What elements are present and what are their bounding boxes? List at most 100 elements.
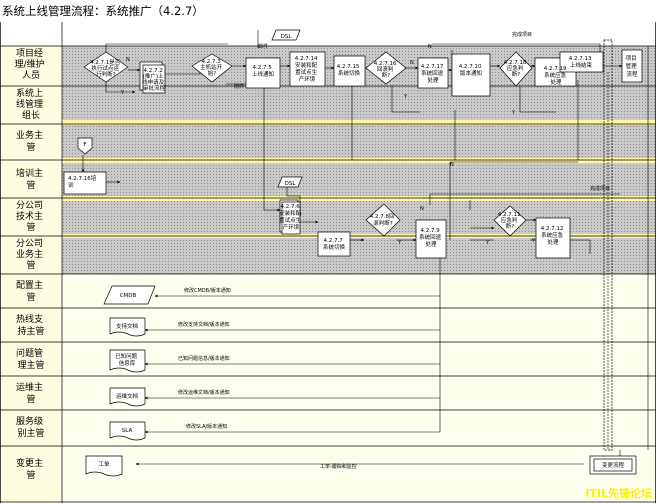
label-b7: 4.2.7.7 系统切换 xyxy=(323,238,346,251)
label-d1: 4.2.7.1是否 执行试点运 行判断? xyxy=(90,59,122,78)
lane-backgrounds xyxy=(0,22,656,503)
label-b19: 4.2.7.19 系统应急 处理 xyxy=(544,66,569,86)
connectors xyxy=(81,30,649,466)
edge-labels: Y N 邮件 附件 Y N Y N N Y Y N Y 完成项目 完成项目 修改… xyxy=(120,31,610,470)
offpage-connector-f xyxy=(77,137,93,155)
edge-label-y3: Y xyxy=(511,110,516,116)
label-d18: 4.2.7.18 应急判 断? xyxy=(504,60,529,78)
label-d16: 4.2.7.16 回滚判 断? xyxy=(374,61,399,79)
process-project-management xyxy=(621,49,643,83)
label-doc-support: 支持文档 xyxy=(116,322,139,330)
label-b12: 4.2.7.12 系统应急 处理 xyxy=(541,226,566,246)
process-4-2-7-9 xyxy=(415,219,447,259)
edge-label-n6: N xyxy=(420,206,424,212)
label-cmdb: CMDB xyxy=(120,293,137,299)
label-b10: 4.2.7.10 版本通知 xyxy=(459,64,484,77)
lane-label-hot: 热线支 持主管 xyxy=(16,313,46,337)
doc-support xyxy=(109,317,146,337)
label-change-process: 变更流程 xyxy=(602,461,625,469)
edge-label-chg: 工单-跟踪和监控 xyxy=(320,463,357,470)
data-dsl-top xyxy=(271,29,301,41)
decision-4-2-7-16 xyxy=(365,51,407,85)
label-d11: 4.2.7.11 应急判 断? xyxy=(498,212,523,230)
lane-label-chg: 变更主 管 xyxy=(16,457,46,481)
label-doc-ops: 运维文档 xyxy=(116,392,139,400)
label-d8: 4.2.7.8回 滚判断? xyxy=(370,213,397,227)
label-d3: 4.2.7.3 主机站开 始? xyxy=(200,59,224,77)
edge-label-finish-mid: 完成项目 xyxy=(590,185,610,192)
doc-ticket xyxy=(85,455,123,477)
label-doc-ticket: 工单 xyxy=(98,460,110,468)
edge-label-n3: N xyxy=(428,44,432,50)
edge-label-sla: 修改SLA/版本通知 xyxy=(186,423,227,430)
process-4-2-7-13 xyxy=(559,51,604,73)
lane-label-pm: 项目经 理/维护 人员 xyxy=(15,47,48,81)
label-b6: 4.2.7.6 安装和配 置试点生 产环境 xyxy=(279,204,303,231)
edge-label-tb2: 附件 xyxy=(234,83,244,90)
label-b9: 4.2.7.9 系统回退 处理 xyxy=(419,228,443,248)
page-title: 系统上线管理流程：系统推广（4.2.7） xyxy=(0,0,656,22)
lane-label-train: 培训主 管 xyxy=(16,167,46,191)
process-4-2-7-16-training xyxy=(63,171,107,195)
process-nodes xyxy=(63,29,643,477)
label-b13: 4.2.7.13 上线结束 xyxy=(569,56,594,69)
process-4-2-7-15 xyxy=(333,55,366,87)
edge-label-ops: 修改运维文档/版本通知 xyxy=(178,389,230,396)
process-4-2-7-7 xyxy=(317,231,351,257)
decision-4-2-7-3 xyxy=(191,53,233,83)
doc-sla xyxy=(109,421,146,441)
label-b5: 4.2.7.5 上线通知 xyxy=(252,65,274,78)
label-dsl-top: DSL xyxy=(281,34,293,40)
process-4-2-7-17 xyxy=(417,57,449,89)
process-4-2-7-12 xyxy=(535,217,571,259)
edge-label-n4: N xyxy=(450,162,454,168)
lane-separator-band xyxy=(62,196,656,201)
edge-label-y5: Y xyxy=(397,240,402,246)
decision-4-2-7-8 xyxy=(365,203,401,237)
lane-label-tech: 分公司 技术主 管 xyxy=(16,200,46,233)
decision-4-2-7-1 xyxy=(83,51,129,83)
edge-label-hot: 修改支持文档/版本通知 xyxy=(178,321,230,328)
edge-label-yes1: Y xyxy=(120,90,125,96)
node-labels: 4.2.7.1是否 执行试点运 行判断? 4.2.7.2 (推广)上 线申请及 … xyxy=(68,34,638,469)
watermark-text: ITIL先锋论坛 xyxy=(585,487,652,500)
data-dsl-mid xyxy=(277,176,303,188)
doc-ops xyxy=(109,387,146,407)
lane-separator-band xyxy=(62,158,656,163)
label-b2: 4.2.7.2 (推广)上 线申请及 审批流程 xyxy=(142,68,166,92)
edge-label-yes2: Y xyxy=(403,94,408,100)
edge-label-y6: Y xyxy=(485,240,490,246)
label-doc-known-issues: 已知问题 信息库 xyxy=(115,352,139,367)
label-b14: 4.2.7.14 安装和配 置试点生 产环境 xyxy=(295,56,320,83)
label-doc-sla: SLA xyxy=(122,428,133,434)
data-cmdb xyxy=(103,285,156,305)
edge-label-no1: N xyxy=(126,57,130,63)
edge-label-prob: 已知问题信息/版本通知 xyxy=(178,355,230,362)
label-training: 4.2.7.16培 训 xyxy=(68,174,98,189)
label-end: 项目 管理 流程 xyxy=(626,55,639,78)
decision-4-2-7-18 xyxy=(499,51,533,87)
lane-labels: 项目经 理/维护 人员 系统上 线管理 组长 业务主 管 培训主 管 分公司 技… xyxy=(15,47,48,481)
label-dsl-mid: DSL xyxy=(285,181,297,187)
process-4-2-7-5 xyxy=(245,57,281,89)
lane-label-sla: 服务级 别主管 xyxy=(16,415,46,439)
edge-label-finish-top: 完成项目 xyxy=(512,31,532,38)
process-4-2-7-10 xyxy=(451,53,491,97)
lane-label-cfg: 配置主 管 xyxy=(16,279,46,303)
label-b17: 4.2.7.17 系统回退 处理 xyxy=(421,64,446,84)
lane-separator-band xyxy=(62,120,656,125)
lane-label-biz: 业务主 管 xyxy=(16,129,46,153)
edge-label-cmdb: 修改CMDB/版本通知 xyxy=(184,287,231,294)
lane-label-ops: 运维主 管 xyxy=(16,381,46,405)
lane-label-bizb: 分公司 业务主 管 xyxy=(16,238,46,271)
label-f: F xyxy=(83,142,86,148)
lane-label-gl: 系统上 线管理 组长 xyxy=(16,87,46,121)
edge-label-no2: N xyxy=(410,60,414,66)
decision-4-2-7-11 xyxy=(493,205,527,237)
lane-label-column xyxy=(0,46,62,503)
lane-label-prob: 问题管 理主管 xyxy=(16,347,46,371)
doc-known-issues xyxy=(109,349,146,373)
label-b15: 4.2.7.15 系统切换 xyxy=(337,64,362,77)
